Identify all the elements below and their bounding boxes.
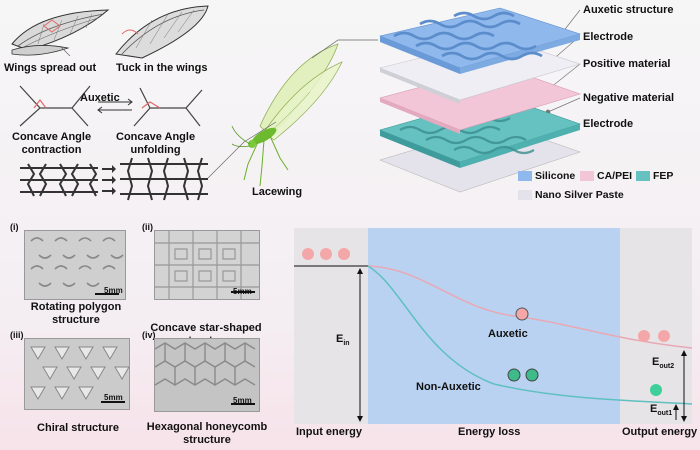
panel-i-label: (i) (10, 222, 19, 232)
scale-bar-iv: 5mm (233, 396, 252, 405)
e-in-sub: in (343, 340, 349, 347)
energy-curves (294, 228, 692, 424)
e-out1-sub: out1 (657, 410, 672, 417)
non-auxetic-curve-label: Non-Auxetic (416, 381, 481, 393)
legend-fep: FEP (653, 170, 673, 182)
auxetic-curve-label: Auxetic (488, 328, 528, 340)
energy-loss-label: Energy loss (458, 426, 520, 438)
scale-bar-i: 5mm (104, 286, 123, 295)
legend-silicone: Silicone (535, 170, 575, 182)
e-in-label: Ein (336, 333, 350, 347)
device-layer-stack (350, 2, 590, 198)
legend-swatch-fep (636, 171, 650, 181)
legend-swatch-capei (580, 171, 594, 181)
negative-material-label: Negative material (583, 92, 674, 104)
e-out1-label: Eout1 (650, 403, 672, 417)
auxetic-structure-label: Auxetic structure (583, 4, 673, 16)
e-out2-label: Eout2 (652, 356, 674, 370)
positive-material-label: Positive material (583, 58, 670, 70)
panel-ii-label: (ii) (142, 222, 153, 232)
scale-bar-ii: 5mm (233, 287, 252, 296)
panel-iii-label: (iii) (10, 330, 24, 340)
scale-bar-iii: 5mm (104, 393, 123, 402)
input-energy-label: Input energy (296, 426, 362, 438)
legend-swatch-silicone (518, 171, 532, 181)
rotating-polygon-label: Rotating polygon structure (26, 301, 126, 327)
chiral-label: Chiral structure (26, 422, 130, 435)
output-energy-label: Output energy (622, 426, 697, 438)
electrode-top-label: Electrode (583, 31, 633, 43)
legend-nano-silver: Nano Silver Paste (535, 189, 624, 201)
electrode-bottom-label: Electrode (583, 118, 633, 130)
e-out2-sub: out2 (659, 363, 674, 370)
legend-capei: CA/PEI (597, 170, 632, 182)
legend-swatch-nano-silver (518, 190, 532, 200)
hexagonal-honeycomb-label: Hexagonal honeycomb structure (142, 421, 272, 447)
